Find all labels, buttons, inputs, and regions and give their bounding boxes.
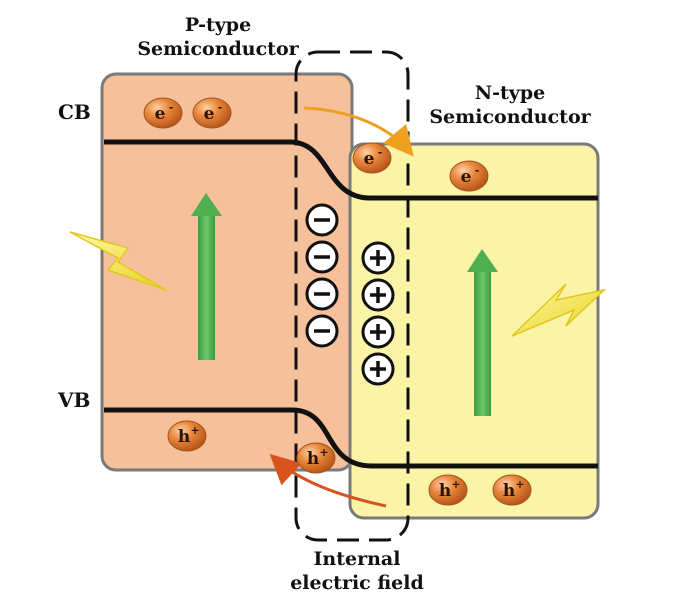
plus-charge-icon	[361, 315, 395, 349]
internal-field-boundary	[294, 50, 410, 542]
plus-charge-icon	[361, 278, 395, 312]
electron-icon: e-	[192, 97, 232, 129]
internal-field-title-line2: electric field	[290, 571, 424, 594]
p-type-title-line1: P-type	[184, 14, 252, 36]
p-side-green-arrow	[191, 193, 222, 360]
svg-text:-: -	[218, 101, 223, 114]
minus-charge-icon	[305, 314, 339, 348]
svg-text:-: -	[475, 164, 480, 177]
svg-text:+: +	[319, 446, 328, 459]
left-lightning-icon	[69, 231, 167, 291]
plus-charge-icon	[361, 352, 395, 386]
hole-icon: h+	[428, 474, 468, 506]
svg-text:e: e	[364, 149, 375, 169]
negative-charges	[305, 203, 339, 348]
svg-text:-: -	[378, 146, 383, 159]
hole-icon: h+	[296, 442, 336, 474]
n-type-title-line1: N-type	[474, 82, 546, 104]
charge-carriers: e-e-e-e-h+h+h+h+	[143, 97, 532, 506]
electron-icon: e-	[449, 160, 489, 192]
electron-transfer-arrow	[303, 106, 414, 157]
valence-band-line	[104, 407, 598, 469]
p-type-title-line2: Semiconductor	[137, 37, 299, 60]
vb-label: VB	[58, 388, 91, 412]
svg-text:h: h	[503, 481, 515, 501]
electron-icon: e-	[352, 142, 392, 174]
svg-text:+: +	[190, 424, 199, 437]
n-side-green-arrow	[467, 249, 498, 416]
svg-text:h: h	[178, 427, 190, 447]
hole-transfer-arrow	[269, 453, 387, 508]
svg-text:e: e	[204, 104, 215, 124]
svg-text:e: e	[155, 104, 166, 124]
conduction-band-line	[104, 139, 598, 201]
svg-text:+: +	[515, 478, 524, 491]
p-type-title: P-type Semiconductor	[128, 14, 308, 62]
svg-text:-: -	[169, 101, 174, 114]
svg-text:e: e	[461, 167, 472, 187]
cb-label: CB	[58, 100, 91, 124]
right-lightning-icon	[511, 283, 607, 337]
hole-icon: h+	[492, 474, 532, 506]
hole-icon: h+	[167, 420, 207, 452]
plus-charge-icon	[361, 241, 395, 275]
internal-field-title-line1: Internal	[313, 548, 401, 570]
svg-text:h: h	[307, 449, 319, 469]
minus-charge-icon	[305, 240, 339, 274]
minus-charge-icon	[305, 203, 339, 237]
internal-field-title: Internal electric field	[262, 548, 452, 596]
electron-icon: e-	[143, 97, 183, 129]
n-type-title-line2: Semiconductor	[429, 105, 591, 128]
minus-charge-icon	[305, 277, 339, 311]
svg-text:+: +	[451, 478, 460, 491]
positive-charges	[361, 241, 395, 386]
n-type-title: N-type Semiconductor	[410, 82, 610, 130]
svg-text:h: h	[439, 481, 451, 501]
